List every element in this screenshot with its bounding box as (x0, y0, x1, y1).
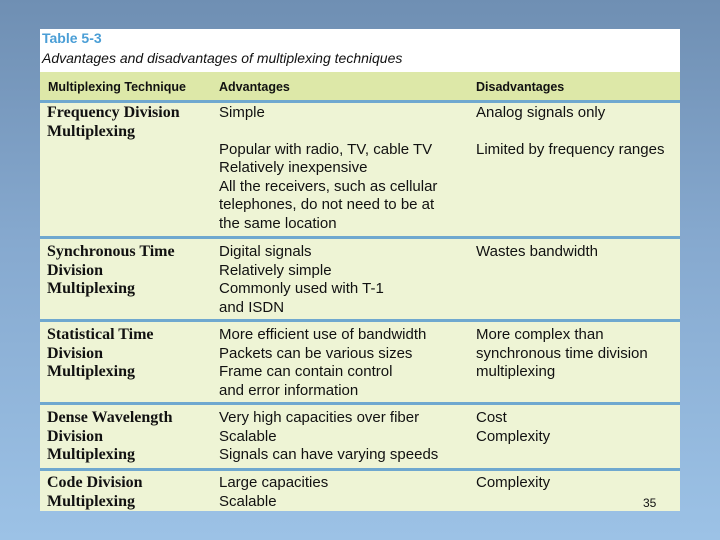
technique-cell: Dense Wavelength Division Multiplexing (47, 409, 172, 465)
advantages-cell: Large capacities Scalable (219, 474, 328, 511)
advantages-cell: Very high capacities over fiber Scalable… (219, 409, 438, 465)
disadvantage-line: Limited by frequency ranges (476, 140, 665, 158)
disadvantages-cell: Cost Complexity (476, 409, 550, 446)
disadvantage-line: synchronous time division (476, 344, 648, 362)
table-row: Code Division Multiplexing Large capacit… (40, 471, 680, 513)
header-technique: Multiplexing Technique (48, 80, 186, 94)
table-card: Table 5-3 Advantages and disadvantages o… (40, 29, 680, 511)
advantage-line: Relatively inexpensive (219, 159, 368, 176)
advantages-cell: More efficient use of bandwidth Packets … (219, 326, 426, 400)
technique-line: Division (47, 261, 104, 279)
disadvantage-line: Complexity (476, 474, 551, 491)
advantage-line: Scalable (219, 492, 277, 510)
table-number: Table 5-3 (42, 30, 102, 46)
technique-line: Division (47, 427, 104, 445)
cell-spacer (476, 123, 664, 141)
advantage-line: Packets can be various sizes (219, 344, 413, 362)
cell-spacer (219, 123, 437, 141)
disadvantage-line: Cost (476, 409, 507, 426)
advantage-line: Relatively simple (219, 261, 332, 279)
technique-line: Multiplexing (47, 280, 136, 297)
advantage-line: Scalable (219, 427, 277, 445)
advantage-line: Signals can have varying speeds (219, 446, 439, 463)
technique-line: Multiplexing (47, 492, 136, 510)
technique-line: Multiplexing (47, 363, 136, 380)
advantage-line: the same location (219, 214, 337, 232)
table-row: Statistical Time Division Multiplexing M… (40, 322, 680, 405)
technique-cell: Frequency Division Multiplexing (47, 104, 180, 141)
advantage-line: Very high capacities over fiber (219, 409, 420, 426)
advantage-line: and ISDN (219, 298, 285, 316)
header-advantages: Advantages (219, 80, 290, 94)
disadvantages-cell: Wastes bandwidth (476, 243, 598, 262)
slide-page-number: 35 (643, 496, 657, 510)
disadvantages-cell: Analog signals only Limited by frequency… (476, 104, 664, 159)
table-caption: Table 5-3 Advantages and disadvantages o… (40, 29, 680, 72)
advantage-line: All the receivers, such as cellular (219, 177, 438, 195)
advantages-cell: Digital signals Relatively simple Common… (219, 243, 384, 317)
advantages-cell: Simple Popular with radio, TV, cable TV … (219, 104, 437, 233)
technique-cell: Code Division Multiplexing (47, 474, 143, 511)
technique-line: Frequency Division (47, 104, 180, 121)
disadvantage-line: Analog signals only (476, 104, 606, 121)
disadvantage-line: multiplexing (476, 363, 556, 380)
advantage-line: More efficient use of bandwidth (219, 326, 427, 343)
technique-line: Multiplexing (47, 446, 136, 463)
technique-line: Statistical Time (47, 326, 154, 343)
technique-line: Dense Wavelength (47, 409, 173, 426)
disadvantage-line: Complexity (476, 427, 551, 445)
advantage-line: Large capacities (219, 474, 329, 491)
technique-cell: Statistical Time Division Multiplexing (47, 326, 154, 382)
advantage-line: Commonly used with T-1 (219, 280, 384, 297)
advantage-line: and error information (219, 381, 359, 399)
technique-cell: Synchronous Time Division Multiplexing (47, 243, 175, 299)
advantage-line: Frame can contain control (219, 363, 393, 380)
advantage-line: telephones, do not need to be at (219, 196, 435, 213)
table-row: Frequency Division Multiplexing Simple P… (40, 103, 680, 239)
disadvantage-line: Wastes bandwidth (476, 243, 599, 260)
advantage-line: Popular with radio, TV, cable TV (219, 140, 433, 158)
table-title: Advantages and disadvantages of multiple… (42, 50, 403, 66)
header-disadvantages: Disadvantages (476, 80, 565, 94)
disadvantage-line: More complex than (476, 326, 604, 343)
table-row: Dense Wavelength Division Multiplexing V… (40, 405, 680, 471)
advantage-line: Simple (219, 104, 265, 121)
technique-line: Synchronous Time (47, 243, 175, 260)
advantage-line: Digital signals (219, 243, 312, 260)
technique-line: Division (47, 344, 104, 362)
technique-line: Code Division (47, 474, 143, 491)
disadvantages-cell: More complex than synchronous time divis… (476, 326, 648, 382)
technique-line: Multiplexing (47, 122, 136, 140)
table-row: Synchronous Time Division Multiplexing D… (40, 239, 680, 322)
disadvantages-cell: Complexity (476, 474, 550, 493)
table-header-row: Multiplexing Technique Advantages Disadv… (40, 72, 680, 103)
